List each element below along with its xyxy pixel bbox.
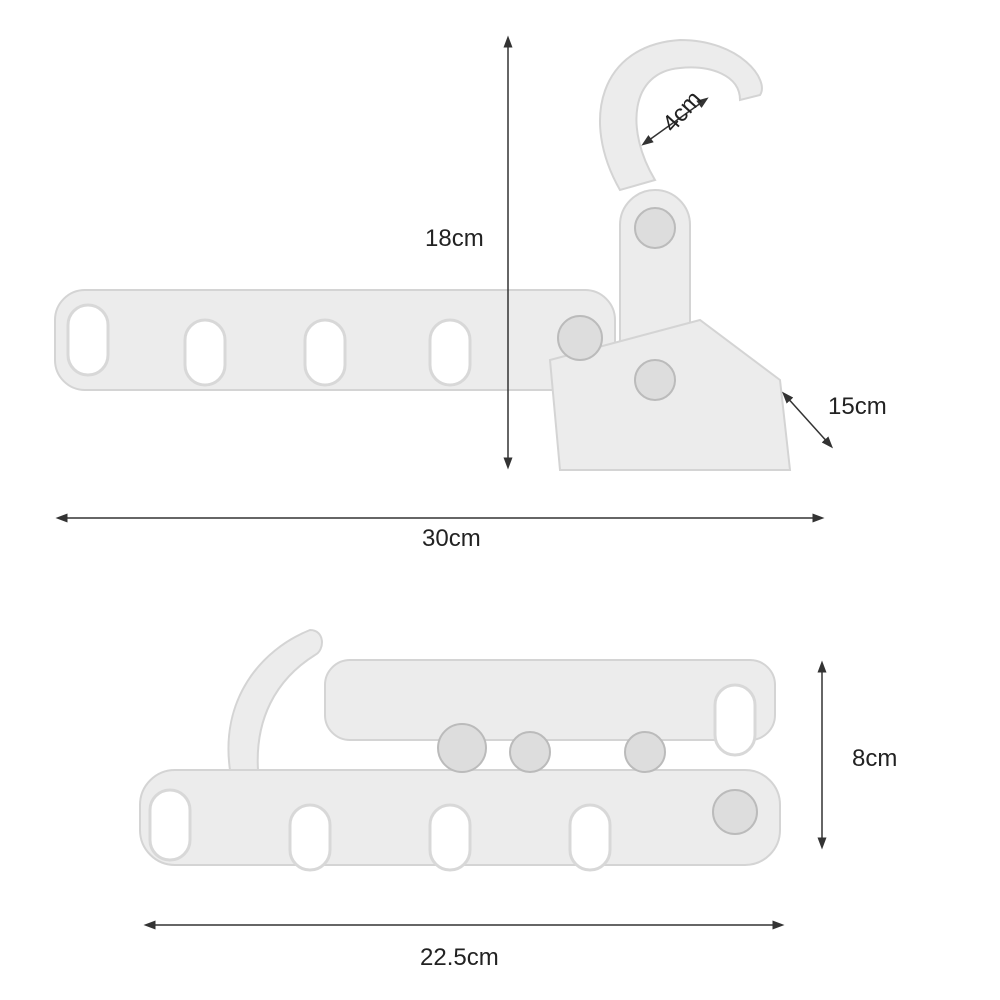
width-label: 30cm	[422, 525, 481, 552]
folded-height-label: 8cm	[852, 745, 898, 772]
folded-width-label: 22.5cm	[420, 944, 499, 971]
depth-label: 15cm	[828, 393, 887, 420]
height-label: 18cm	[425, 225, 484, 252]
